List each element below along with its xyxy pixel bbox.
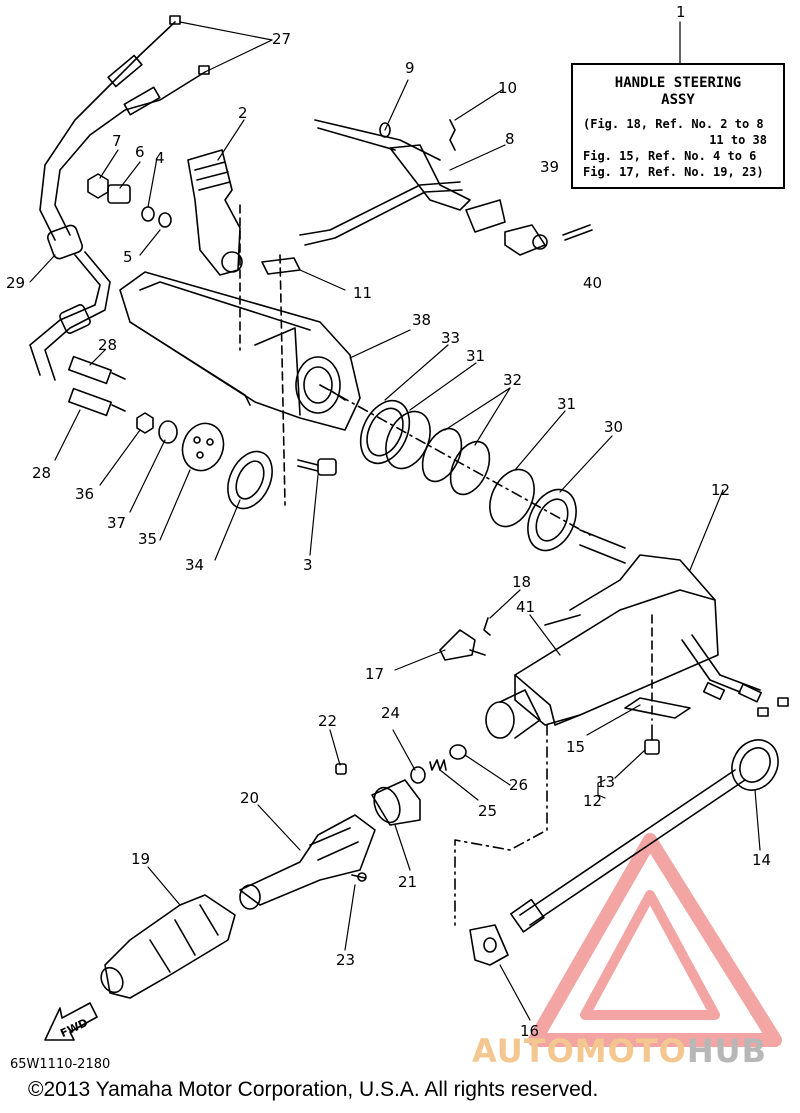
callout-13: 13 [596,773,615,791]
callout-31-right: 31 [557,395,576,413]
callout-28-bottom: 28 [32,464,51,482]
callout-32: 32 [503,371,522,389]
shift-shaft-14 [510,739,779,933]
reference-box: HANDLE STEERING ASSY (Fig. 18, Ref. No. … [571,63,785,189]
centerline-2 [239,204,286,506]
callout-9: 9 [405,59,415,77]
callout-39: 39 [540,158,559,176]
reference-line-2: 11 to 38 [709,133,767,147]
callout-29: 29 [6,274,25,292]
callout-18: 18 [512,573,531,591]
callout-12-bolt: 12 [583,792,602,810]
shift-rod-assy [299,119,593,256]
part-16 [469,924,509,966]
callout-17: 17 [365,665,384,683]
reference-line-3: Fig. 15, Ref. No. 4 to 6 [583,149,757,163]
callout-16: 16 [520,1022,539,1040]
leader-lines [29,21,761,1021]
steering-handle-38 [119,271,361,431]
callout-7: 7 [112,132,122,150]
callout-22: 22 [318,712,337,730]
lock-knob [439,617,491,661]
callout-24: 24 [381,704,400,722]
callout-36: 36 [75,485,94,503]
callout-37: 37 [107,514,126,532]
callout-25: 25 [478,802,497,820]
callout-27: 27 [272,30,291,48]
callout-34: 34 [185,556,204,574]
throttle-cable-assy [29,15,210,417]
callout-14: 14 [752,851,771,869]
plate-15 [624,697,691,719]
reference-line-4: Fig. 17, Ref. No. 19, 23) [583,165,764,179]
washers-bushings [227,399,577,552]
steering-bracket-12 [485,529,789,739]
callout-31-left: 31 [466,347,485,365]
reference-line-1: (Fig. 18, Ref. No. 2 to 8 [583,117,764,131]
callout-5: 5 [123,248,133,266]
callout-33: 33 [441,329,460,347]
callout-4: 4 [155,149,165,167]
watermark-logo [528,833,782,1047]
drawing-code: 65W1110-2180 [10,1057,111,1072]
bolt-13 [644,724,660,755]
friction-parts [136,412,225,472]
throttle-grip-19 [100,894,236,999]
handle-grip-assy [239,763,426,910]
callout-38: 38 [412,311,431,329]
callout-35: 35 [138,530,157,548]
callout-40: 40 [583,274,602,292]
watermark-text: AUTOMOTOHUB [472,1032,767,1070]
callout-21: 21 [398,873,417,891]
callout-10: 10 [498,79,517,97]
centerline-3 [454,724,548,926]
small-parts-left [87,173,172,228]
callout-41: 41 [516,598,535,616]
throttle-lever [187,149,243,276]
callout-3: 3 [303,556,313,574]
callout-15: 15 [566,738,585,756]
spring-nut [429,744,467,771]
callout-6: 6 [135,143,145,161]
bolt-3 [297,458,337,476]
callout-8: 8 [505,130,515,148]
callout-30: 30 [604,418,623,436]
callout-11: 11 [353,284,372,302]
watermark-part-1: AUTOMOTO [472,1032,687,1070]
callout-28-top: 28 [98,336,117,354]
callout-26: 26 [509,776,528,794]
callout-2: 2 [238,104,248,122]
fwd-arrow [44,1002,98,1041]
copyright: ©2013 Yamaha Motor Corporation, U.S.A. A… [28,1078,599,1101]
callout-19: 19 [131,850,150,868]
callout-1: 1 [676,3,686,21]
callout-23: 23 [336,951,355,969]
fwd-label: FWD [58,1016,90,1040]
reference-title-2: ASSY [661,92,695,108]
reference-title-1: HANDLE STEERING [614,75,742,91]
callout-20: 20 [240,789,259,807]
watermark-part-2: HUB [686,1032,768,1070]
callout-12-bracket: 12 [711,481,730,499]
